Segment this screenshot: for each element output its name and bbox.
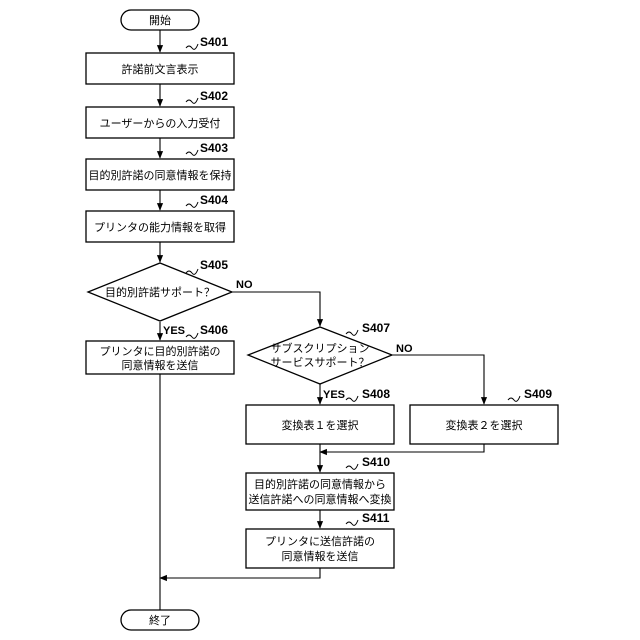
leader-s404 <box>186 202 198 207</box>
step-label-s406: S406 <box>200 323 228 337</box>
branch-s407-no: NO <box>396 343 413 355</box>
step-label-s405: S405 <box>200 258 228 272</box>
step-label-s401: S401 <box>200 35 228 49</box>
process-s401-text: 許諾前文言表示 <box>122 62 199 76</box>
process-s408: 変換表１を選択 <box>246 405 394 444</box>
edge-s407-no <box>392 355 484 404</box>
process-s404: プリンタの能力情報を取得 <box>86 211 234 242</box>
process-s411-line2: 同意情報を送信 <box>282 549 359 563</box>
process-s409: 変換表２を選択 <box>410 405 558 444</box>
start-terminal: 開始 <box>121 10 199 30</box>
process-s411-line1: プリンタに送信許諾の <box>265 534 375 548</box>
process-s410-line1: 目的別許諾の同意情報から <box>254 477 386 491</box>
step-label-s411: S411 <box>362 511 390 525</box>
process-s410-line2: 送信許諾への同意情報へ変換 <box>249 492 392 506</box>
step-label-s404: S404 <box>200 193 228 207</box>
process-s403: 目的別許諾の同意情報を保持 <box>86 159 234 190</box>
process-s402-text: ユーザーからの入力受付 <box>100 117 221 130</box>
branch-s405-no: NO <box>236 279 253 291</box>
process-s401: 許諾前文言表示 <box>86 53 234 84</box>
leader-s408 <box>346 396 358 401</box>
process-s408-text: 変換表１を選択 <box>282 418 359 432</box>
leader-s403 <box>186 150 198 155</box>
process-s406-line2: 同意情報を送信 <box>122 358 199 372</box>
start-label: 開始 <box>149 13 171 27</box>
step-label-s408: S408 <box>362 387 390 401</box>
step-label-s403: S403 <box>200 141 228 155</box>
leader-s410 <box>346 464 358 469</box>
decision-s407: サブスクリプション サービスサポート？ <box>248 327 392 384</box>
leader-s406 <box>186 333 198 338</box>
process-s404-text: プリンタの能力情報を取得 <box>94 220 226 234</box>
branch-s405-yes: YES <box>163 325 185 337</box>
end-terminal: 終了 <box>121 610 199 630</box>
leader-s409 <box>508 396 520 401</box>
step-label-s407: S407 <box>362 321 390 335</box>
decision-s407-line1: サブスクリプション <box>271 341 370 355</box>
decision-s405-text: 目的別許諾サポート？ <box>105 285 215 299</box>
process-s410: 目的別許諾の同意情報から 送信許諾への同意情報へ変換 <box>246 473 394 510</box>
process-s402: ユーザーからの入力受付 <box>86 107 234 138</box>
step-label-s409: S409 <box>524 387 552 401</box>
decision-s407-line2: サービスサポート？ <box>271 356 370 369</box>
leader-s401 <box>186 44 198 49</box>
leader-s407 <box>346 330 358 335</box>
process-s411: プリンタに送信許諾の 同意情報を送信 <box>246 529 394 568</box>
process-s403-text: 目的別許諾の同意情報を保持 <box>89 168 232 182</box>
step-label-s410: S410 <box>362 455 390 469</box>
process-s406-line1: プリンタに目的別許諾の <box>100 344 221 358</box>
edge-s411-merge <box>160 568 320 578</box>
edge-s405-no <box>232 292 320 326</box>
edge-s409-merge <box>320 444 484 452</box>
process-s409-text: 変換表２を選択 <box>446 418 523 432</box>
end-label: 終了 <box>149 613 171 627</box>
branch-s407-yes: YES <box>323 389 345 401</box>
leader-s402 <box>186 98 198 103</box>
step-label-s402: S402 <box>200 89 228 103</box>
process-s406: プリンタに目的別許諾の 同意情報を送信 <box>86 341 234 374</box>
leader-s411 <box>346 520 358 525</box>
